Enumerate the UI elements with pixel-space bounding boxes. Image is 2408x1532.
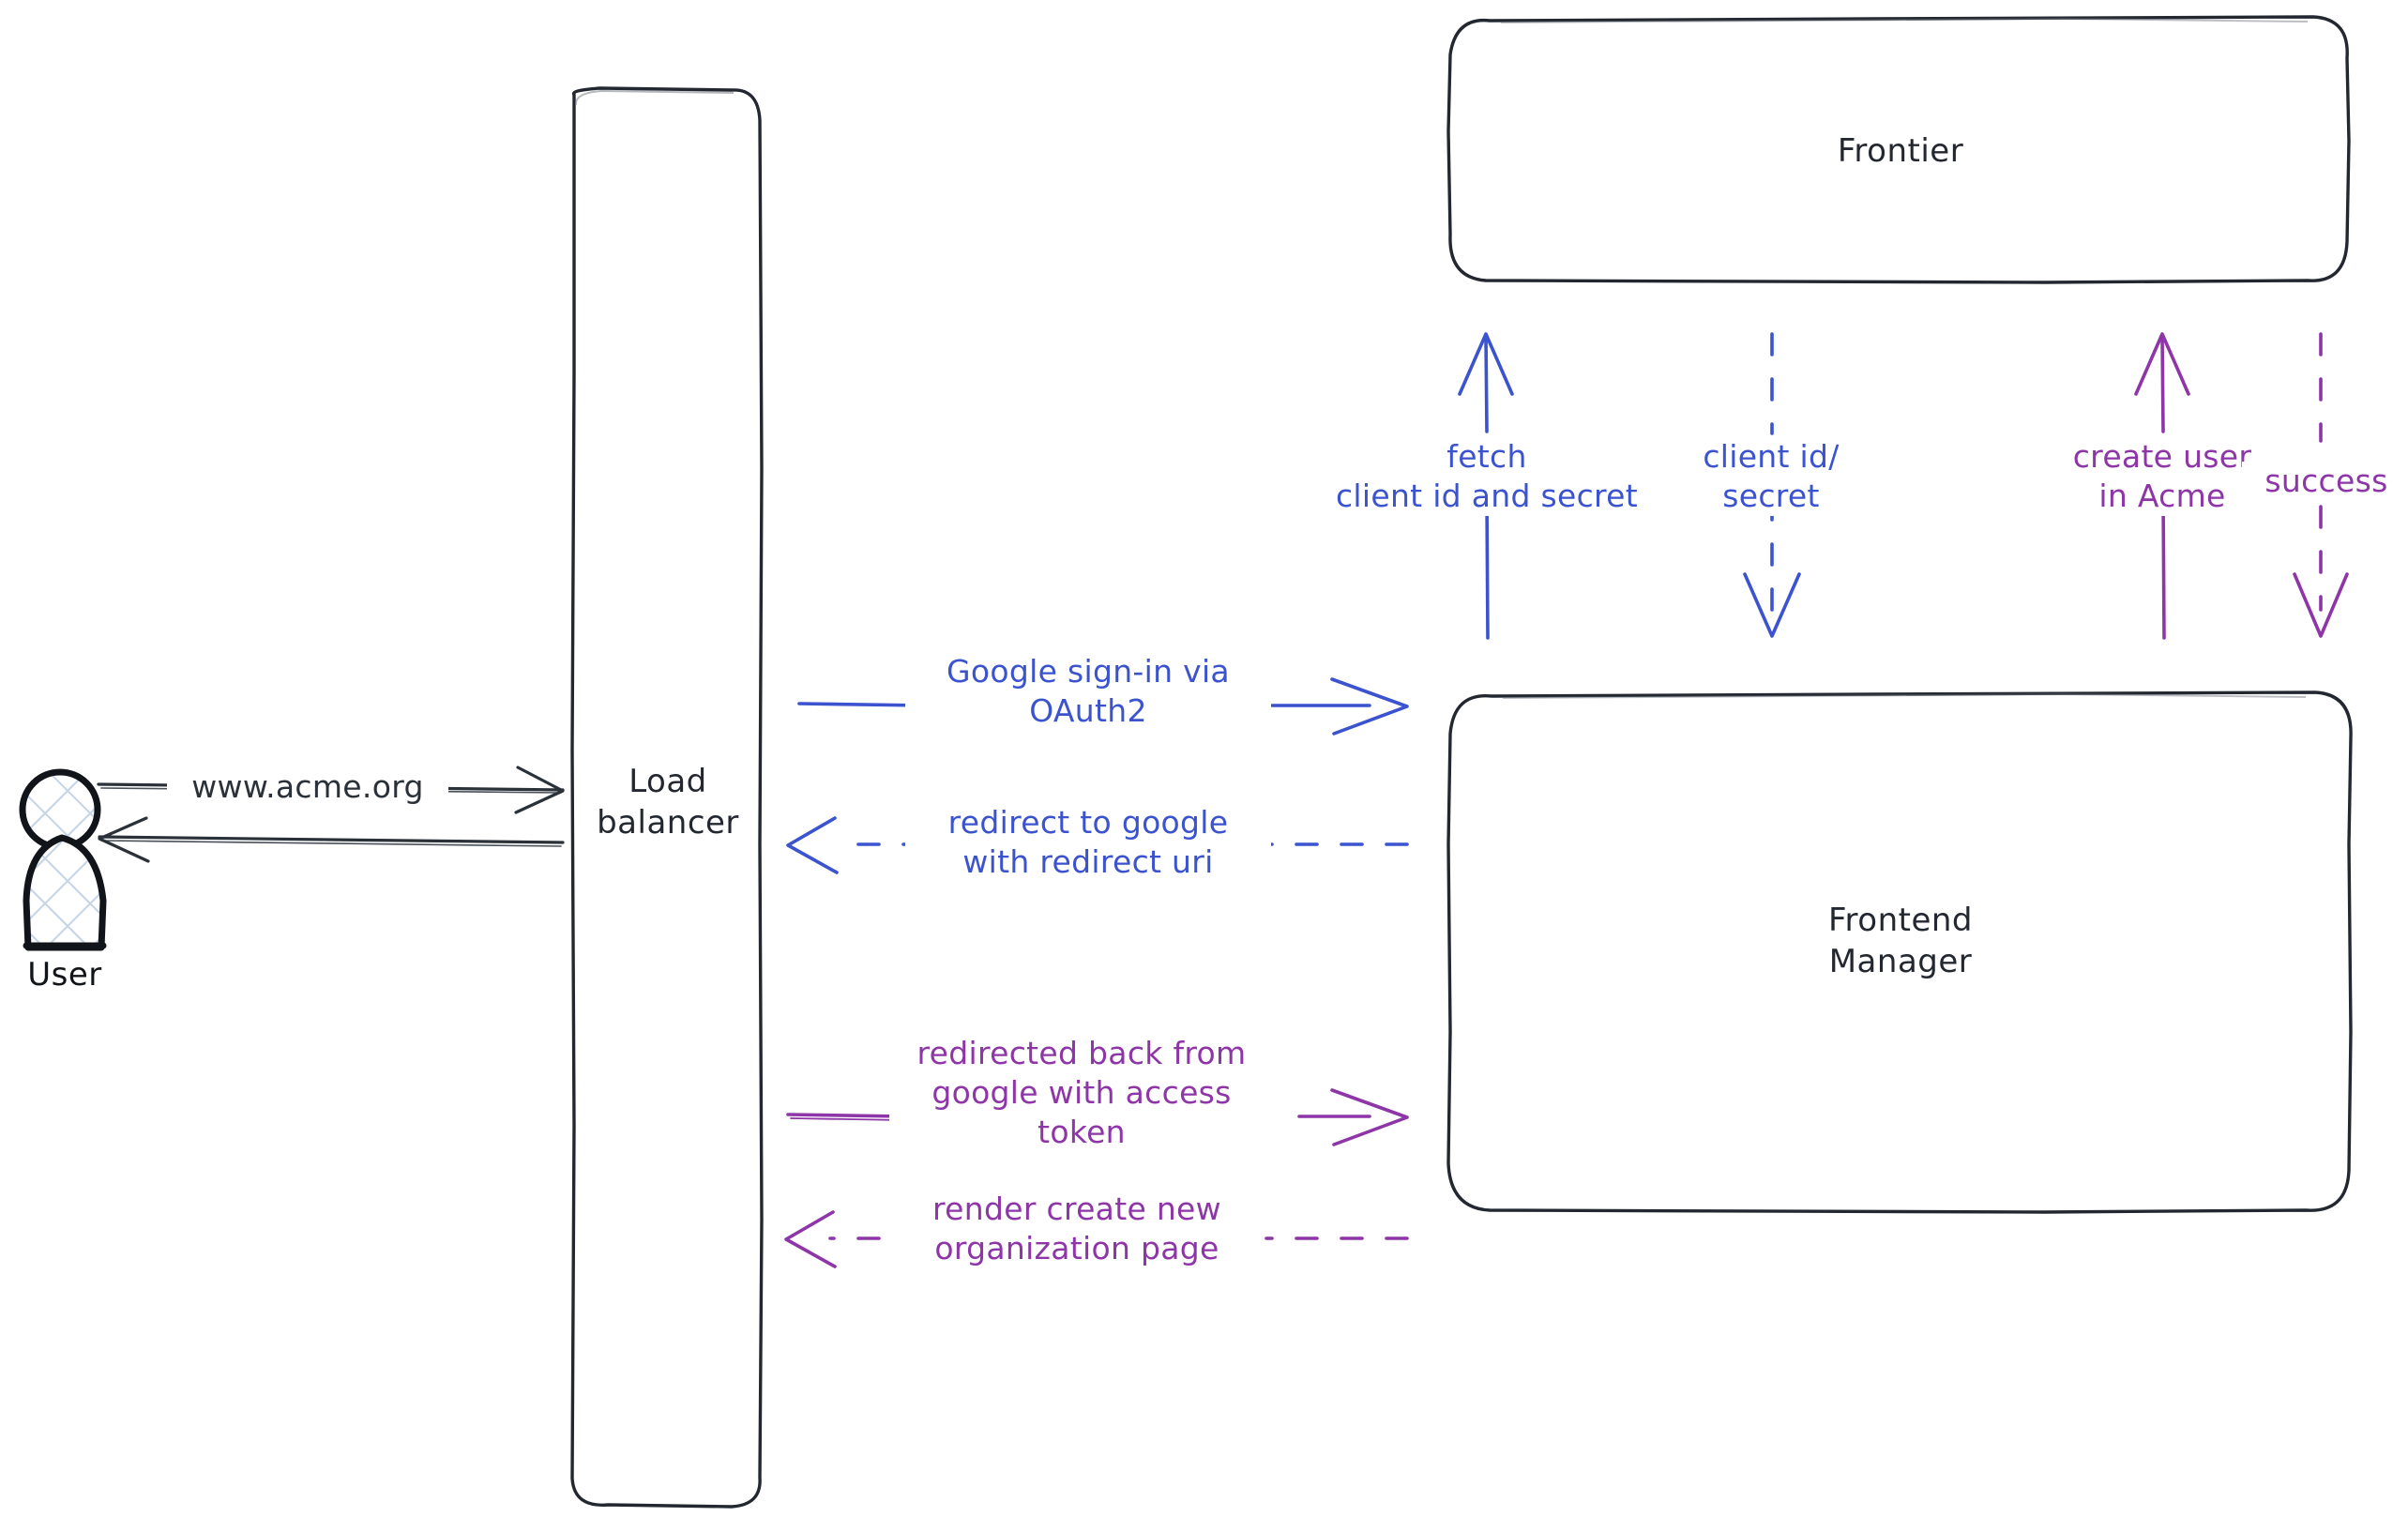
- edge-fetch-client-id-and-secret: [1458, 332, 1514, 640]
- edge-render-create-new-organization-page: [784, 1210, 1409, 1268]
- edge-create-user-in-acme: [2134, 332, 2190, 640]
- node-load-balancer[interactable]: [570, 86, 764, 1509]
- edge-lb-to-user: [98, 816, 565, 863]
- node-frontend-manager[interactable]: [1446, 690, 2353, 1214]
- node-frontier[interactable]: [1446, 15, 2351, 284]
- edge-redirected-back-from-google: [786, 1088, 1409, 1146]
- person-icon[interactable]: [19, 768, 107, 951]
- edge-google-sign-in: [797, 677, 1409, 736]
- edge-user-to-lb: [97, 766, 565, 814]
- edge-success: [2293, 332, 2349, 638]
- edge-redirect-to-google: [786, 816, 1409, 874]
- edge-client-id-secret: [1743, 332, 1801, 638]
